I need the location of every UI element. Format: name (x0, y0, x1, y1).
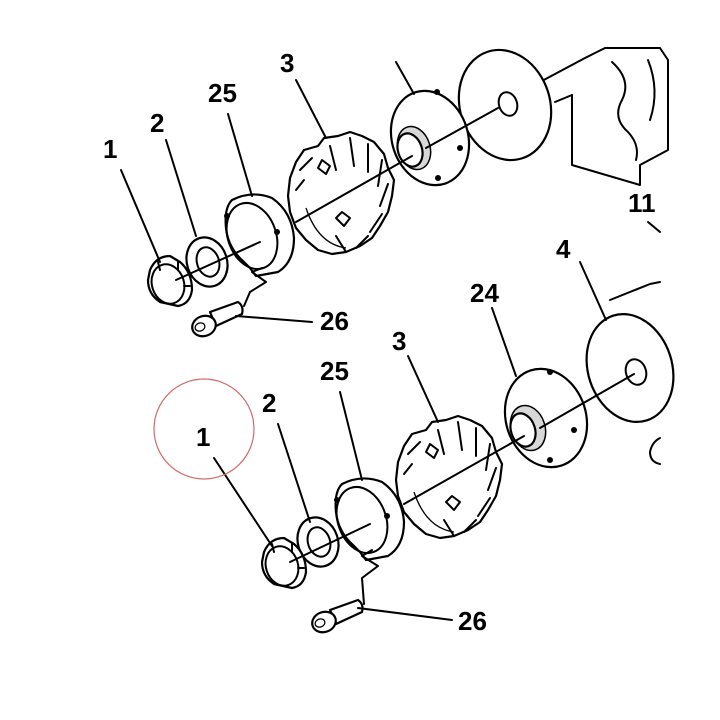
upper-engine-label: 11 (628, 188, 656, 218)
upper-bolt-label: 26 (320, 306, 349, 336)
callout-labels: 1 2 25 3 11 26 1 2 25 3 24 4 26 (103, 48, 656, 636)
lower-bolt-label: 26 (458, 606, 487, 636)
upper-axis-line (175, 107, 499, 281)
lower-gear (394, 414, 504, 540)
upper-bolt-leader (235, 267, 313, 323)
lower-nut-label: 1 (196, 422, 210, 452)
upper-nut (146, 254, 194, 308)
lower-bolt-leader (357, 549, 453, 621)
upper-plate (224, 193, 296, 278)
lower-rotor (585, 313, 675, 423)
lower-plate (334, 477, 406, 562)
lower-nut (260, 536, 308, 590)
upper-nut-label: 1 (103, 134, 117, 164)
upper-washer-label: 2 (150, 108, 164, 138)
lower-bolt (311, 598, 364, 634)
upper-bolt (191, 300, 244, 338)
lower-plate-label: 25 (320, 356, 349, 386)
upper-gear (286, 130, 396, 256)
upper-washer (185, 236, 229, 288)
lower-gear-label: 3 (392, 326, 406, 356)
lower-rotor-label: 4 (556, 234, 571, 264)
upper-plate-label: 25 (208, 78, 237, 108)
upper-engine-housing (457, 47, 669, 186)
leader-lines (120, 61, 661, 547)
highlight-circle (153, 378, 255, 480)
lower-washer-label: 2 (262, 388, 276, 418)
upper-gear-label: 3 (280, 48, 294, 78)
lower-pulley-label: 24 (470, 278, 499, 308)
lower-flange (503, 367, 589, 469)
lower-housing (609, 281, 661, 465)
lower-axis-line (289, 373, 635, 563)
lower-assembly (260, 281, 675, 634)
upper-assembly (146, 47, 669, 338)
